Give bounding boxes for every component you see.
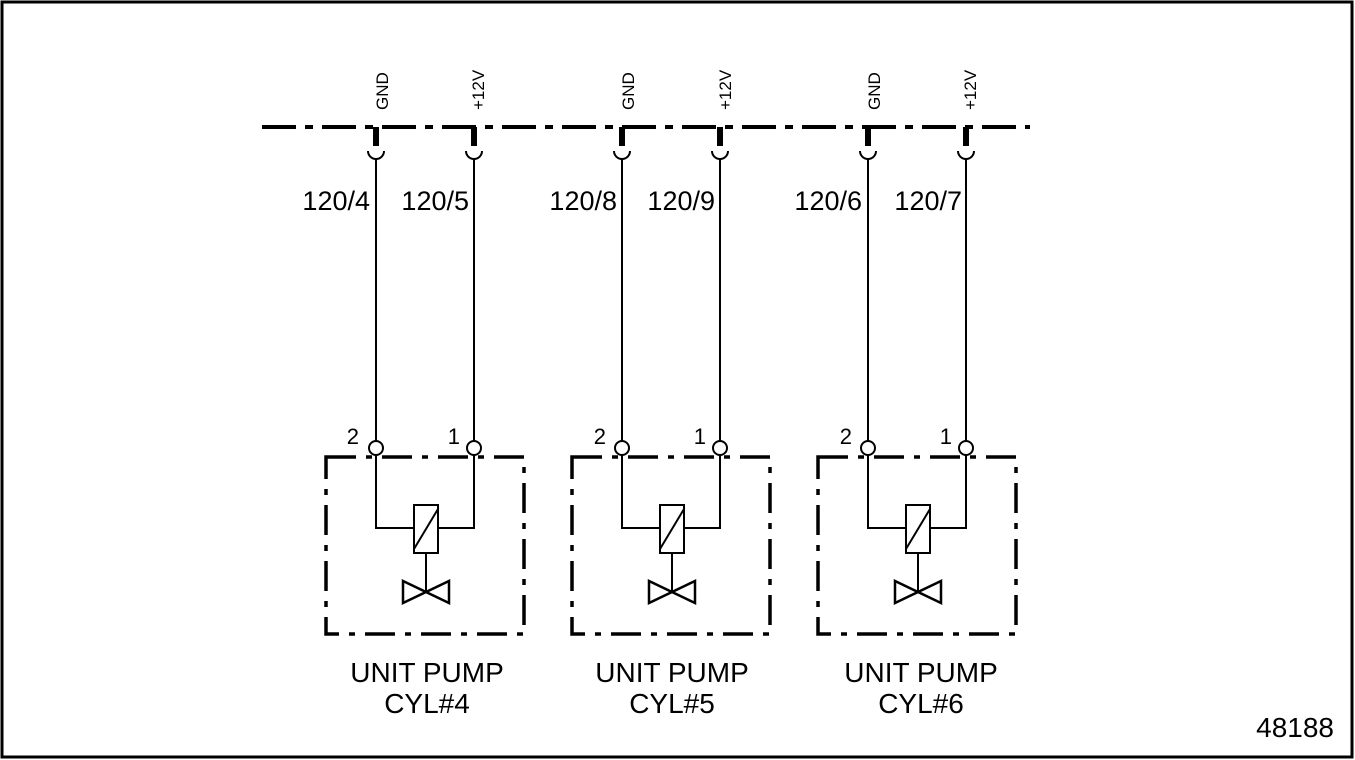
solenoid-coil-diagonal (659, 508, 685, 550)
signal-label-gnd: GND (373, 72, 392, 110)
valve-icon (893, 579, 943, 605)
pump-group-cyl5: GND +12V 120/8 120/9 2 1 UNIT PUMP CYL#5 (549, 69, 772, 719)
pin-label-gnd: 2 (840, 424, 852, 449)
pump-cylinder-label: CYL#6 (878, 688, 964, 719)
wire-label-12v: 120/7 (894, 186, 962, 216)
connector-socket-gnd (613, 150, 631, 160)
pump-group-cyl4: GND +12V 120/4 120/5 2 1 UNIT PUMP CYL#4 (302, 69, 526, 719)
figure-number: 48188 (1256, 712, 1334, 743)
pump-title: UNIT PUMP (595, 657, 749, 688)
connector-socket-gnd (367, 150, 385, 160)
signal-label-12v: +12V (961, 69, 980, 110)
wire-label-gnd: 120/6 (794, 186, 862, 216)
internal-wire-12v (438, 455, 475, 529)
solenoid-coil-diagonal (413, 508, 439, 550)
terminal-gnd (860, 440, 876, 456)
valve-icon (401, 579, 451, 605)
internal-wire-12v (930, 455, 967, 529)
signal-label-gnd: GND (865, 72, 884, 110)
connector-socket-12v (711, 150, 729, 160)
pin-label-gnd: 2 (594, 424, 606, 449)
signal-label-12v: +12V (469, 69, 488, 110)
signal-label-12v: +12V (716, 69, 735, 110)
pump-title: UNIT PUMP (350, 657, 504, 688)
pump-enclosure (570, 455, 772, 636)
wire-label-gnd: 120/4 (302, 186, 370, 216)
internal-wire-gnd (621, 455, 660, 529)
pump-enclosure (816, 455, 1018, 636)
connector-socket-gnd (859, 150, 877, 160)
pin-label-12v: 1 (940, 424, 952, 449)
signal-label-gnd: GND (619, 72, 638, 110)
pump-title: UNIT PUMP (844, 657, 998, 688)
terminal-12v (712, 440, 728, 456)
valve-icon (647, 579, 697, 605)
pump-cylinder-label: CYL#5 (629, 688, 715, 719)
terminal-gnd (368, 440, 384, 456)
internal-wire-gnd (867, 455, 906, 529)
wire-label-gnd: 120/8 (549, 186, 617, 216)
solenoid-coil-diagonal (905, 508, 931, 550)
wire-label-12v: 120/9 (647, 186, 715, 216)
wire-label-12v: 120/5 (401, 186, 469, 216)
pin-label-12v: 1 (694, 424, 706, 449)
pump-group-cyl6: GND +12V 120/6 120/7 2 1 UNIT PUMP CYL#6 (794, 69, 1018, 719)
internal-wire-12v (684, 455, 721, 529)
pump-enclosure (324, 455, 526, 636)
connector-socket-12v (957, 150, 975, 160)
terminal-12v (466, 440, 482, 456)
terminal-12v (958, 440, 974, 456)
pump-cylinder-label: CYL#4 (384, 688, 470, 719)
terminal-gnd (614, 440, 630, 456)
pin-label-12v: 1 (448, 424, 460, 449)
connector-socket-12v (465, 150, 483, 160)
pin-label-gnd: 2 (347, 424, 359, 449)
internal-wire-gnd (375, 455, 414, 529)
